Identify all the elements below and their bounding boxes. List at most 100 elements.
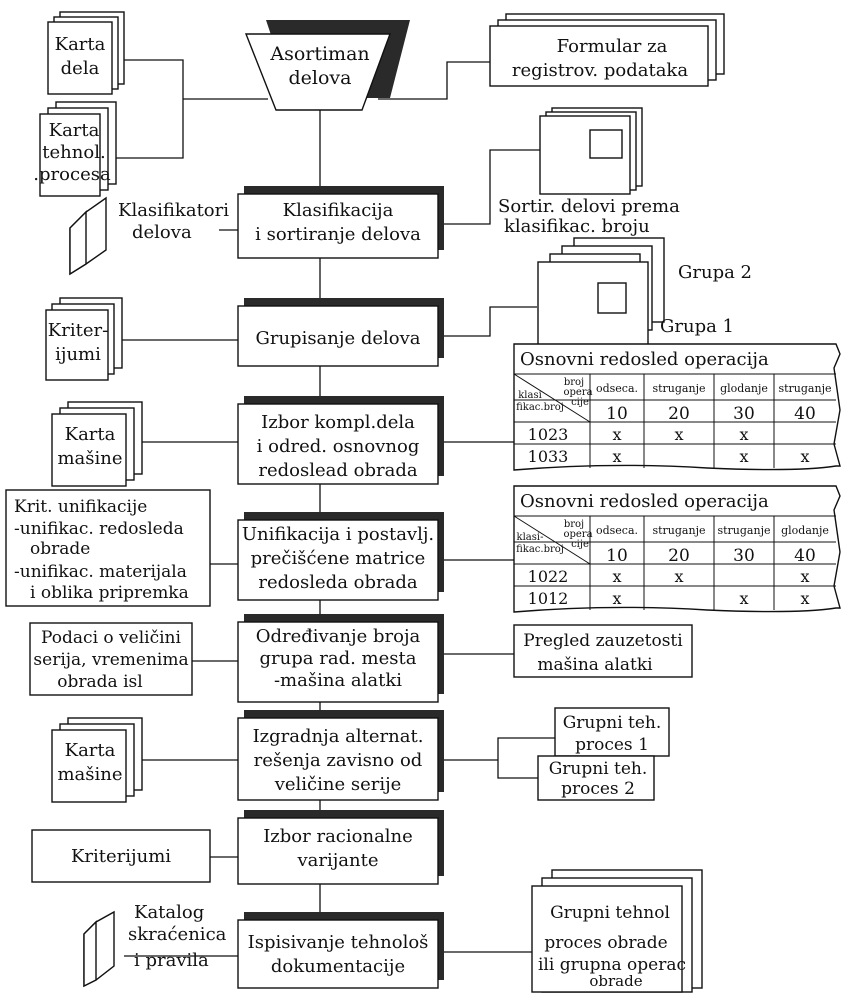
- process-step-6-line-2: rešenja zavisno od: [254, 750, 423, 771]
- op-number: 30: [733, 546, 755, 566]
- krit-unif-line5: i oblika pripremka: [30, 583, 189, 603]
- process-step-box: [237, 919, 439, 989]
- row-mark: x: [739, 589, 748, 608]
- center-process-column: Asortiman delova: [244, 20, 410, 111]
- pregled-box: Pregled zauzetosti mašina alatki: [513, 624, 693, 678]
- process-step-box: [237, 519, 439, 601]
- karta-masine2-line1: Karta: [65, 740, 116, 761]
- row-mark: x: [612, 447, 621, 466]
- op-number: 20: [668, 546, 690, 566]
- process-asortiman: Asortiman delova: [244, 20, 410, 111]
- header-opera: opera: [563, 387, 592, 398]
- row-mark: x: [674, 425, 683, 444]
- formular-stack: Formular za registrov. podataka: [489, 13, 725, 87]
- op-number: 30: [733, 404, 755, 424]
- podaci-line3: obrada isl: [57, 672, 142, 692]
- krit-unif-line1: Krit. unifikacije: [14, 497, 147, 517]
- process-step-box: [237, 621, 439, 703]
- table-frame: [513, 485, 841, 613]
- op-number: 20: [668, 404, 690, 424]
- klasifikatori-line1: Klasifikatori: [118, 200, 229, 221]
- process-step-8-line-2: dokumentacije: [271, 956, 405, 977]
- process-step-2: Grupisanje delova: [237, 298, 444, 367]
- grupni1-line2: proces 1: [575, 735, 649, 755]
- grupni-tehnol-line4: obrade: [589, 972, 642, 990]
- operations-tables: Osnovni redosled operacijabrojoperacijek…: [513, 343, 841, 613]
- header-cije: cije: [571, 397, 589, 408]
- grupa1-label: Grupa 1: [660, 316, 734, 337]
- process-step-3-line-1: Izbor kompl.dela: [261, 412, 415, 433]
- sortir-line1: Sortir. delovi prema: [498, 196, 680, 217]
- row-id: 1012: [528, 589, 569, 608]
- podaci-line1: Podaci o veličini: [41, 628, 181, 648]
- karta-masine1-line1: Karta: [65, 424, 116, 445]
- grupni-tehnol-line2: proces obrade: [544, 933, 667, 953]
- sortir-stack: Sortir. delovi prema klasifikac. broju: [498, 107, 680, 237]
- row-id: 1023: [528, 425, 569, 444]
- left-inputs: Karta dela Karta tehnol. .procesa Klasif…: [5, 11, 229, 988]
- karta-dela-stack: Karta dela: [47, 11, 125, 95]
- process-step-2-line-1: Grupisanje delova: [255, 328, 420, 349]
- table-title: Osnovni redosled operacija: [520, 491, 769, 512]
- katalog-line3: i pravila: [134, 950, 209, 971]
- process-step-6-line-1: Izgradnja alternat.: [253, 726, 424, 747]
- table-title: Osnovni redosled operacija: [520, 349, 769, 370]
- grupni-tehnol-line3: ili grupna operac: [538, 955, 686, 975]
- krit-unif-line3: obrade: [30, 539, 90, 559]
- grupa2-label: Grupa 2: [678, 262, 752, 283]
- row-mark: x: [800, 589, 809, 608]
- karta-tehnol-line3: .procesa: [33, 164, 111, 185]
- header-klasi: klasi: [518, 390, 542, 401]
- process-step-8-line-1: Ispisivanje tehnološ: [248, 932, 429, 953]
- grupni-tehnol-line1: Grupni tehnol: [550, 903, 670, 923]
- process-step-box: [237, 403, 439, 485]
- op-number: 10: [606, 404, 628, 424]
- process-asortiman-line2: delova: [289, 67, 352, 89]
- row-mark: x: [800, 447, 809, 466]
- row-id: 1033: [528, 447, 569, 466]
- katalog-book: Katalog skraćenica i pravila: [83, 902, 227, 988]
- krit-unif-line4: -unifikac. materijala: [14, 562, 187, 582]
- process-step-6-line-3: veličine serije: [274, 774, 402, 795]
- op-header: struganje: [778, 382, 831, 395]
- op-header: glodanje: [781, 524, 829, 537]
- process-step-box: [237, 817, 439, 885]
- karta-masine-stack-1: Karta mašine: [51, 401, 143, 487]
- process-step-5-line-2: grupa rad. mesta: [260, 648, 417, 669]
- sortir-line2: klasifikac. broju: [504, 216, 650, 237]
- row-mark: x: [739, 425, 748, 444]
- process-asortiman-line1: Asortiman: [269, 43, 369, 65]
- header-opera: opera: [563, 529, 592, 540]
- process-step-4: Unifikacija i postavlj.prečišćene matric…: [237, 512, 444, 601]
- process-step-box: [237, 717, 439, 801]
- katalog-line2: skraćenica: [128, 924, 227, 945]
- kriterijumi-box-2: Kriterijumi: [31, 829, 211, 883]
- karta-masine-stack-2: Karta mašine: [51, 717, 143, 803]
- process-step-4-line-1: Unifikacija i postavlj.: [242, 524, 434, 545]
- row-id: 1022: [528, 567, 569, 586]
- op-header: glodanje: [720, 382, 768, 395]
- header-fikac-broj: fikac.broj: [516, 402, 564, 413]
- formular-line1: Formular za: [557, 36, 668, 57]
- header-fikac-broj: fikac.broj: [516, 544, 564, 555]
- process-step-5-line-3: -mašina alatki: [274, 670, 402, 691]
- kriterijumi1-line2: ijumi: [55, 344, 101, 365]
- right-outputs: Formular za registrov. podataka Sortir. …: [489, 13, 841, 993]
- row-mark: x: [739, 447, 748, 466]
- op-header: odseca.: [596, 382, 638, 395]
- op-header: struganje: [652, 524, 705, 537]
- op-number: 40: [794, 404, 816, 424]
- grupni2-line2: proces 2: [561, 779, 635, 799]
- table-frame: [513, 343, 841, 471]
- karta-dela-line2: dela: [61, 58, 100, 79]
- row-mark: x: [612, 589, 621, 608]
- karta-tehnol-line1: Karta: [49, 120, 100, 141]
- katalog-line1: Katalog: [134, 902, 204, 923]
- krit-unifikacije-box: Krit. unifikacije -unifikac. redosleda o…: [5, 489, 211, 607]
- process-step-box: [237, 193, 439, 259]
